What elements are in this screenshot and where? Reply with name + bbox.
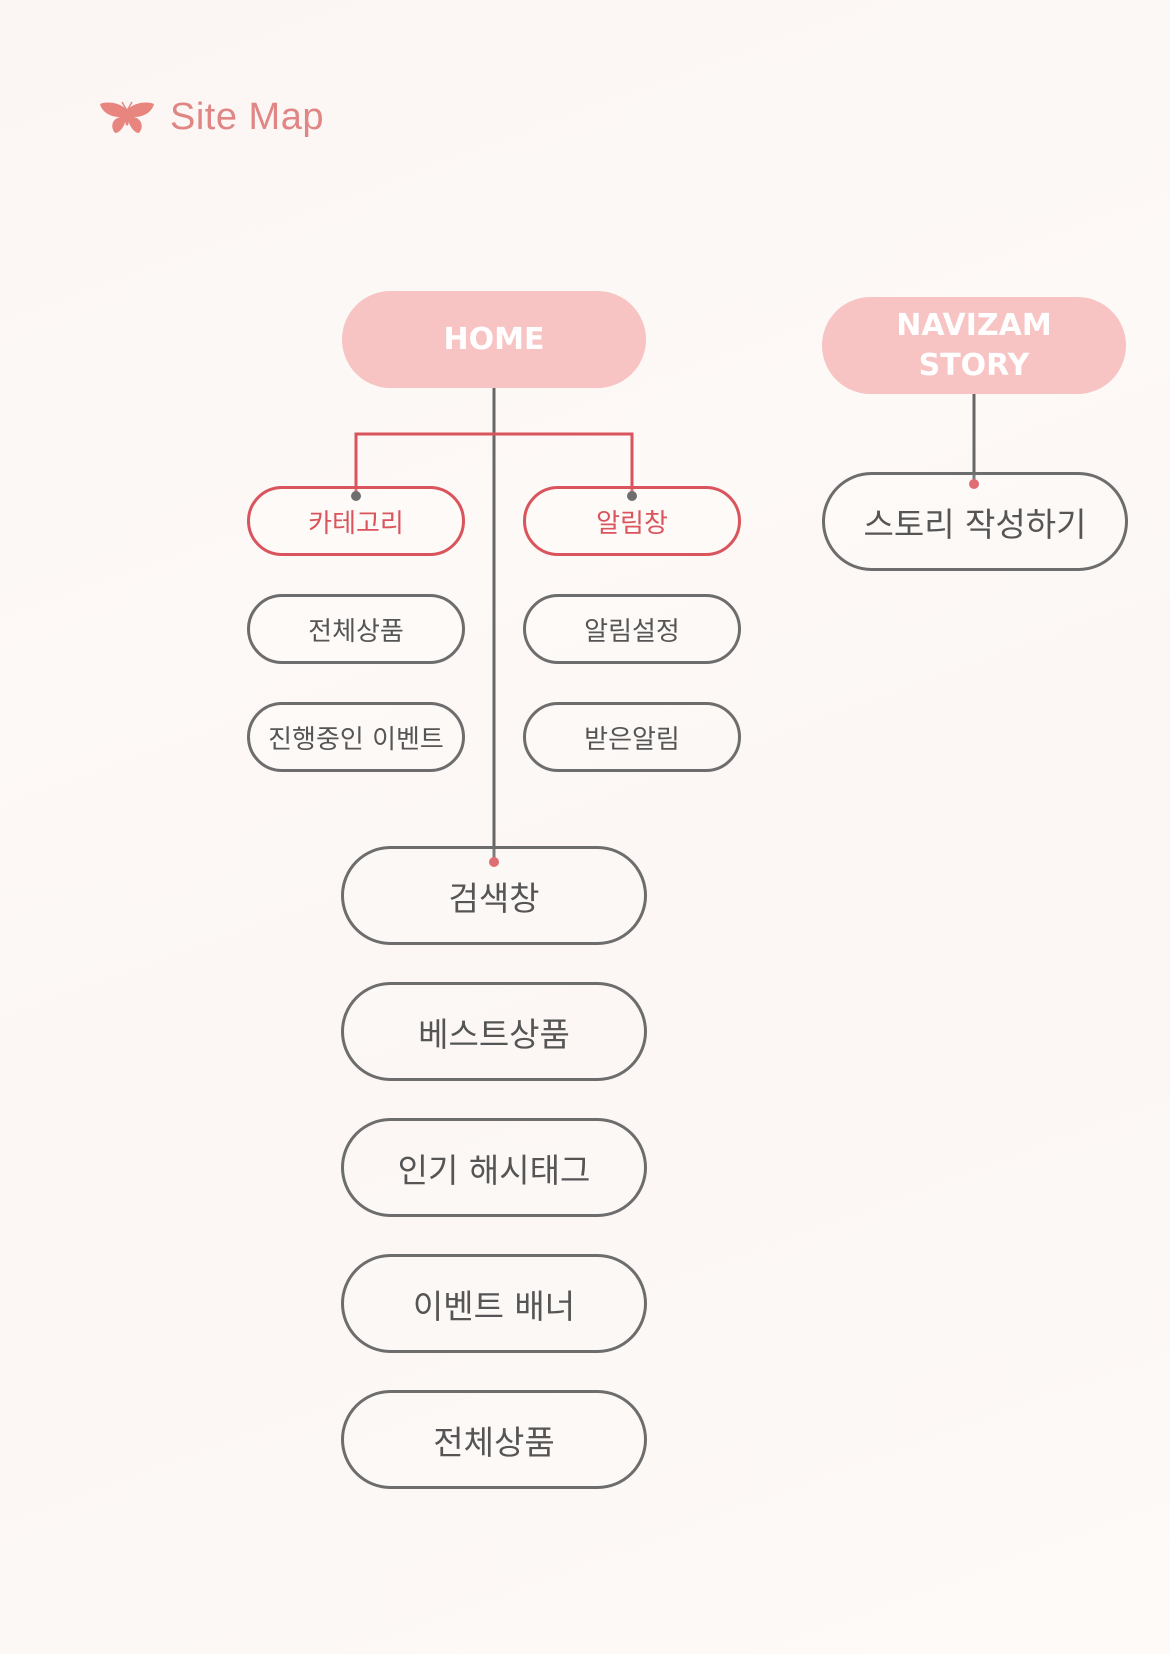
- main-item-label: 베스트상품: [418, 1014, 570, 1054]
- category-item-all-products[interactable]: 전체상품: [247, 594, 465, 664]
- notification-node[interactable]: 알림창: [523, 486, 741, 556]
- navizam-story-node[interactable]: NAVIZAM STORY: [822, 297, 1126, 394]
- navizam-story-label-line2: STORY: [918, 347, 1030, 383]
- notification-connector-dot: [627, 491, 637, 501]
- butterfly-icon: [100, 101, 154, 133]
- notification-label: 알림창: [596, 508, 668, 539]
- event-banner-node[interactable]: 이벤트 배너: [341, 1254, 647, 1353]
- home-branch-line: [354, 432, 634, 496]
- notification-item-settings[interactable]: 알림설정: [523, 594, 741, 664]
- home-node[interactable]: HOME: [342, 291, 646, 388]
- home-label: HOME: [443, 321, 545, 357]
- category-item-label: 전체상품: [308, 616, 404, 647]
- category-label: 카테고리: [308, 508, 404, 539]
- notification-item-label: 알림설정: [584, 616, 680, 647]
- category-node[interactable]: 카테고리: [247, 486, 465, 556]
- story-write-connector-dot: [969, 479, 979, 489]
- all-products-node[interactable]: 전체상품: [341, 1390, 647, 1489]
- category-item-label: 진행중인 이벤트: [268, 724, 444, 755]
- search-connector-dot: [489, 857, 499, 867]
- main-item-label: 이벤트 배너: [412, 1286, 576, 1326]
- notification-item-label: 받은알림: [584, 724, 680, 755]
- main-item-label: 검색창: [448, 878, 540, 918]
- page-header: Site Map: [98, 96, 324, 139]
- story-write-node[interactable]: 스토리 작성하기: [822, 472, 1128, 571]
- main-item-label: 인기 해시태그: [397, 1150, 591, 1190]
- story-write-label: 스토리 작성하기: [863, 504, 1087, 544]
- category-item-ongoing-events[interactable]: 진행중인 이벤트: [247, 702, 465, 772]
- main-item-label: 전체상품: [433, 1422, 555, 1462]
- popular-hashtags-node[interactable]: 인기 해시태그: [341, 1118, 647, 1217]
- notification-item-received[interactable]: 받은알림: [523, 702, 741, 772]
- best-products-node[interactable]: 베스트상품: [341, 982, 647, 1081]
- navizam-story-label-line1: NAVIZAM: [896, 307, 1052, 343]
- search-node[interactable]: 검색창: [341, 846, 647, 945]
- category-connector-dot: [351, 491, 361, 501]
- page-title: Site Map: [170, 96, 324, 138]
